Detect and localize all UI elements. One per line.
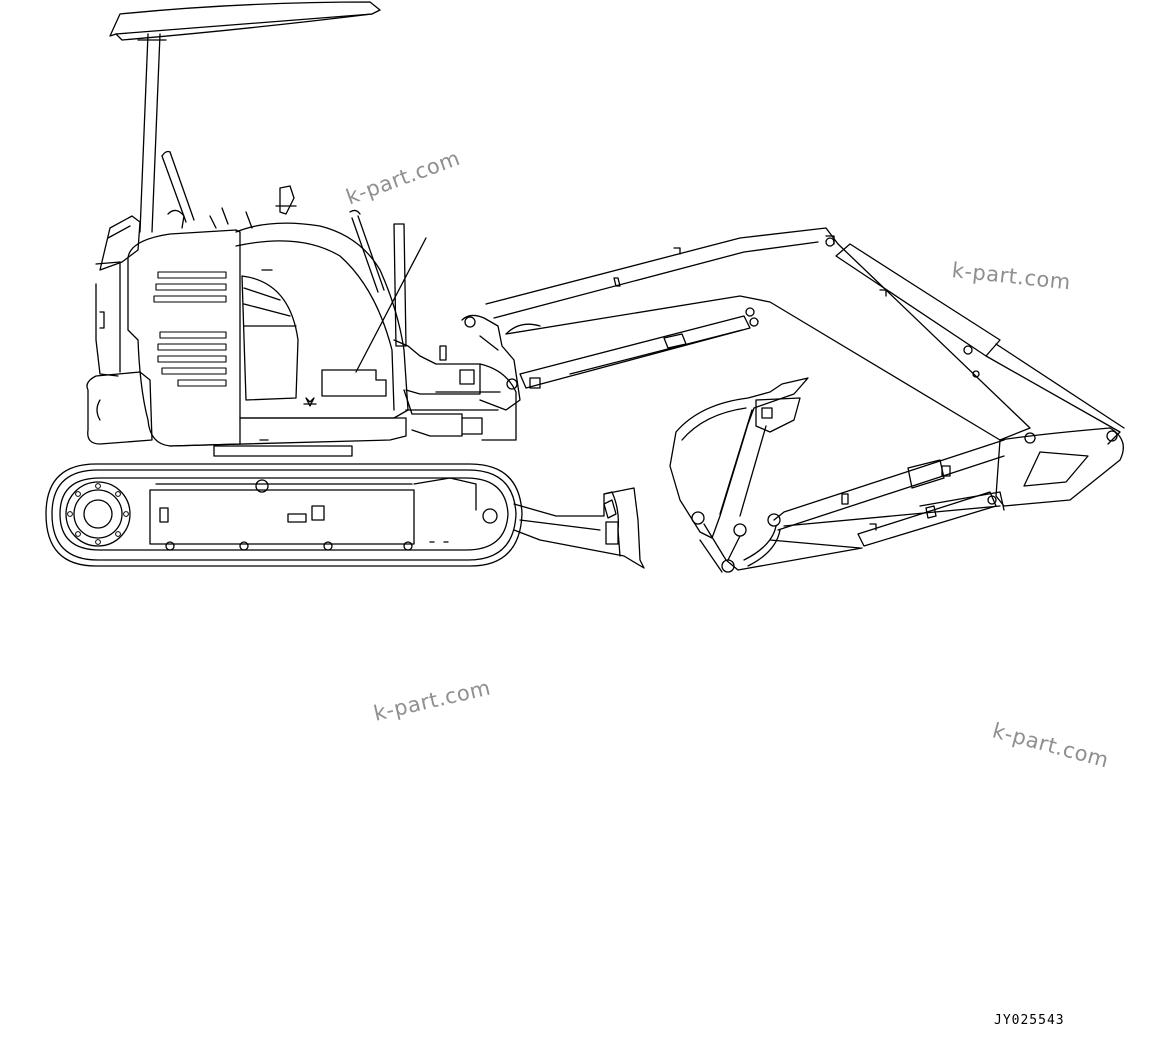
canopy: [109, 1, 381, 233]
control-levers: [161, 150, 427, 373]
sprocket-bolts: [67, 483, 129, 545]
crawler-track: [45, 463, 523, 567]
arm-cylinder: [835, 243, 1125, 445]
swing-frame: [169, 339, 517, 457]
bucket: [669, 377, 863, 573]
boom: [485, 227, 1031, 441]
arm: [769, 427, 1124, 549]
hood-vents: [153, 271, 227, 387]
seat-and-rear: [86, 215, 153, 445]
drawing-id-label: JY025543: [994, 1013, 1065, 1028]
engine-hood: [127, 222, 409, 447]
track-rollers: [165, 541, 413, 551]
swing-bracket: [461, 314, 521, 411]
dozer-blade: [513, 487, 645, 569]
